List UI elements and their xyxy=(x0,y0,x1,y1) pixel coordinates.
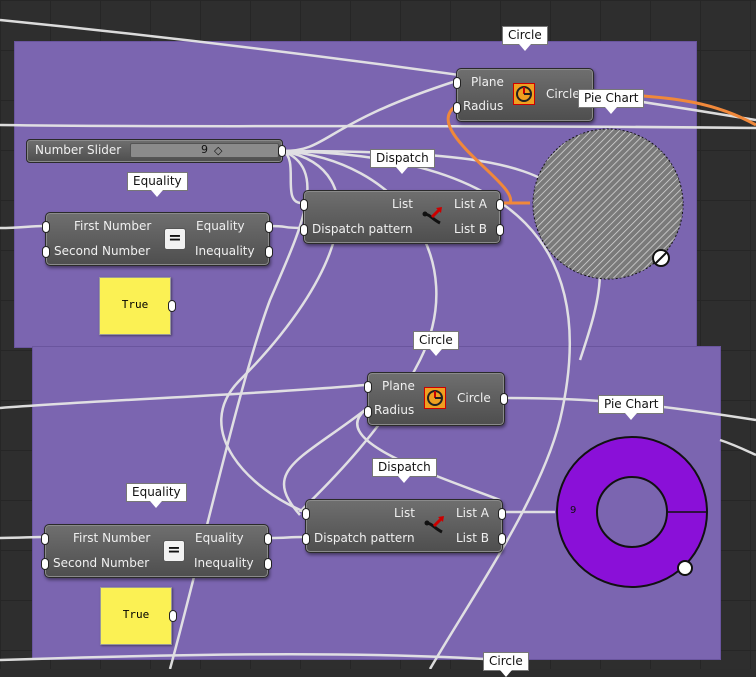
wire[interactable] xyxy=(282,149,572,669)
list-b-output-port[interactable] xyxy=(498,533,506,545)
list-input-port[interactable] xyxy=(300,199,308,211)
list-a-label: List A xyxy=(456,506,489,520)
wire[interactable] xyxy=(269,224,304,230)
pie-chart-value-label: 9 xyxy=(570,505,577,516)
inequality-output-port[interactable] xyxy=(265,246,273,258)
wire[interactable] xyxy=(0,535,44,540)
pie-chart-tag: Pie Chart xyxy=(598,395,665,420)
circle-component[interactable]: Plane Radius Circle xyxy=(453,68,597,122)
dispatch-icon xyxy=(422,207,442,225)
wire[interactable] xyxy=(220,149,340,514)
plane-input-port[interactable] xyxy=(453,77,461,89)
equality-component[interactable]: First Number Second Number Equality Ineq… xyxy=(41,524,272,578)
circle-icon xyxy=(424,387,446,409)
wire[interactable] xyxy=(282,409,366,516)
radius-input-port[interactable] xyxy=(453,102,461,114)
circle-output-label: Circle xyxy=(457,391,491,405)
wire[interactable] xyxy=(719,438,756,457)
number-slider[interactable]: Number Slider 9 ◇ xyxy=(26,139,286,163)
plane-input-label: Plane xyxy=(382,379,415,393)
circle-output-port[interactable] xyxy=(500,393,508,405)
first-number-label: First Number xyxy=(73,531,151,545)
list-b-label: List B xyxy=(456,531,490,545)
dispatch-pattern-label: Dispatch pattern xyxy=(312,222,413,236)
circle-tag: Circle xyxy=(413,331,459,356)
panel-output-port[interactable] xyxy=(168,300,176,312)
dispatch-tag: Dispatch xyxy=(372,458,437,483)
wire[interactable] xyxy=(267,535,306,540)
list-input-label: List xyxy=(392,197,413,211)
wire[interactable] xyxy=(0,652,501,662)
first-number-input-port[interactable] xyxy=(42,221,50,233)
wire[interactable] xyxy=(0,224,44,230)
plane-input-port[interactable] xyxy=(364,381,372,393)
list-b-label: List B xyxy=(454,222,488,236)
pie-chart-tag: Pie Chart xyxy=(578,89,645,114)
slider-handle-icon[interactable]: ◇ xyxy=(214,144,223,157)
panel-text: True xyxy=(121,298,149,311)
plane-input-label: Plane xyxy=(471,75,504,89)
boolean-panel[interactable]: True xyxy=(100,587,177,645)
dispatch-tag: Dispatch xyxy=(370,149,435,174)
dispatch-icon xyxy=(424,516,444,534)
equals-icon: = xyxy=(163,540,185,562)
radius-input-label: Radius xyxy=(463,99,504,113)
second-number-label: Second Number xyxy=(54,244,151,258)
dispatch-component[interactable]: List Dispatch pattern List A List B xyxy=(302,499,506,553)
list-a-label: List A xyxy=(454,197,487,211)
inequality-output-label: Inequality xyxy=(195,244,255,258)
dispatch-pattern-input-port[interactable] xyxy=(300,224,308,236)
equality-output-port[interactable] xyxy=(265,221,273,233)
equals-icon: = xyxy=(164,228,186,250)
radius-input-port[interactable] xyxy=(364,406,372,418)
circle-icon xyxy=(513,83,535,105)
inequality-output-label: Inequality xyxy=(194,556,254,570)
wire[interactable] xyxy=(282,149,304,205)
radius-input-label: Radius xyxy=(374,403,415,417)
wire-selected[interactable] xyxy=(446,104,513,204)
dispatch-pattern-label: Dispatch pattern xyxy=(314,531,415,545)
boolean-panel[interactable]: True xyxy=(99,277,176,335)
panel-text: True xyxy=(122,608,150,621)
wire[interactable] xyxy=(0,123,756,130)
second-number-label: Second Number xyxy=(53,556,150,570)
slider-track[interactable]: 9 ◇ xyxy=(130,143,279,158)
number-slider-label: Number Slider xyxy=(35,143,122,157)
equality-tag: Equality xyxy=(126,483,187,508)
panel-output-port[interactable] xyxy=(169,610,177,622)
list-input-port[interactable] xyxy=(302,508,310,520)
wire[interactable] xyxy=(356,409,501,502)
list-a-output-port[interactable] xyxy=(496,199,504,211)
list-b-output-port[interactable] xyxy=(496,224,504,236)
first-number-label: First Number xyxy=(74,219,152,233)
dispatch-component[interactable]: List Dispatch pattern List A List B xyxy=(300,190,504,244)
first-number-input-port[interactable] xyxy=(41,533,49,545)
equality-output-label: Equality xyxy=(195,531,244,545)
equality-output-label: Equality xyxy=(196,219,245,233)
equality-output-port[interactable] xyxy=(264,533,272,545)
equality-tag: Equality xyxy=(127,172,188,197)
circle-tag: Circle xyxy=(502,26,548,51)
slider-output-port[interactable] xyxy=(278,145,286,157)
second-number-input-port[interactable] xyxy=(42,246,50,258)
circle-tag-bottom: Circle xyxy=(483,652,529,677)
equality-component[interactable]: First Number Second Number Equality Ineq… xyxy=(42,212,273,266)
inequality-output-port[interactable] xyxy=(264,558,272,570)
dispatch-pattern-input-port[interactable] xyxy=(302,533,310,545)
list-a-output-port[interactable] xyxy=(498,508,506,520)
second-number-input-port[interactable] xyxy=(41,558,49,570)
wire[interactable] xyxy=(0,383,366,410)
slider-value: 9 xyxy=(201,143,208,156)
circle-output-label: Circle xyxy=(546,87,580,101)
circle-component[interactable]: Plane Radius Circle xyxy=(364,372,508,426)
list-input-label: List xyxy=(394,506,415,520)
